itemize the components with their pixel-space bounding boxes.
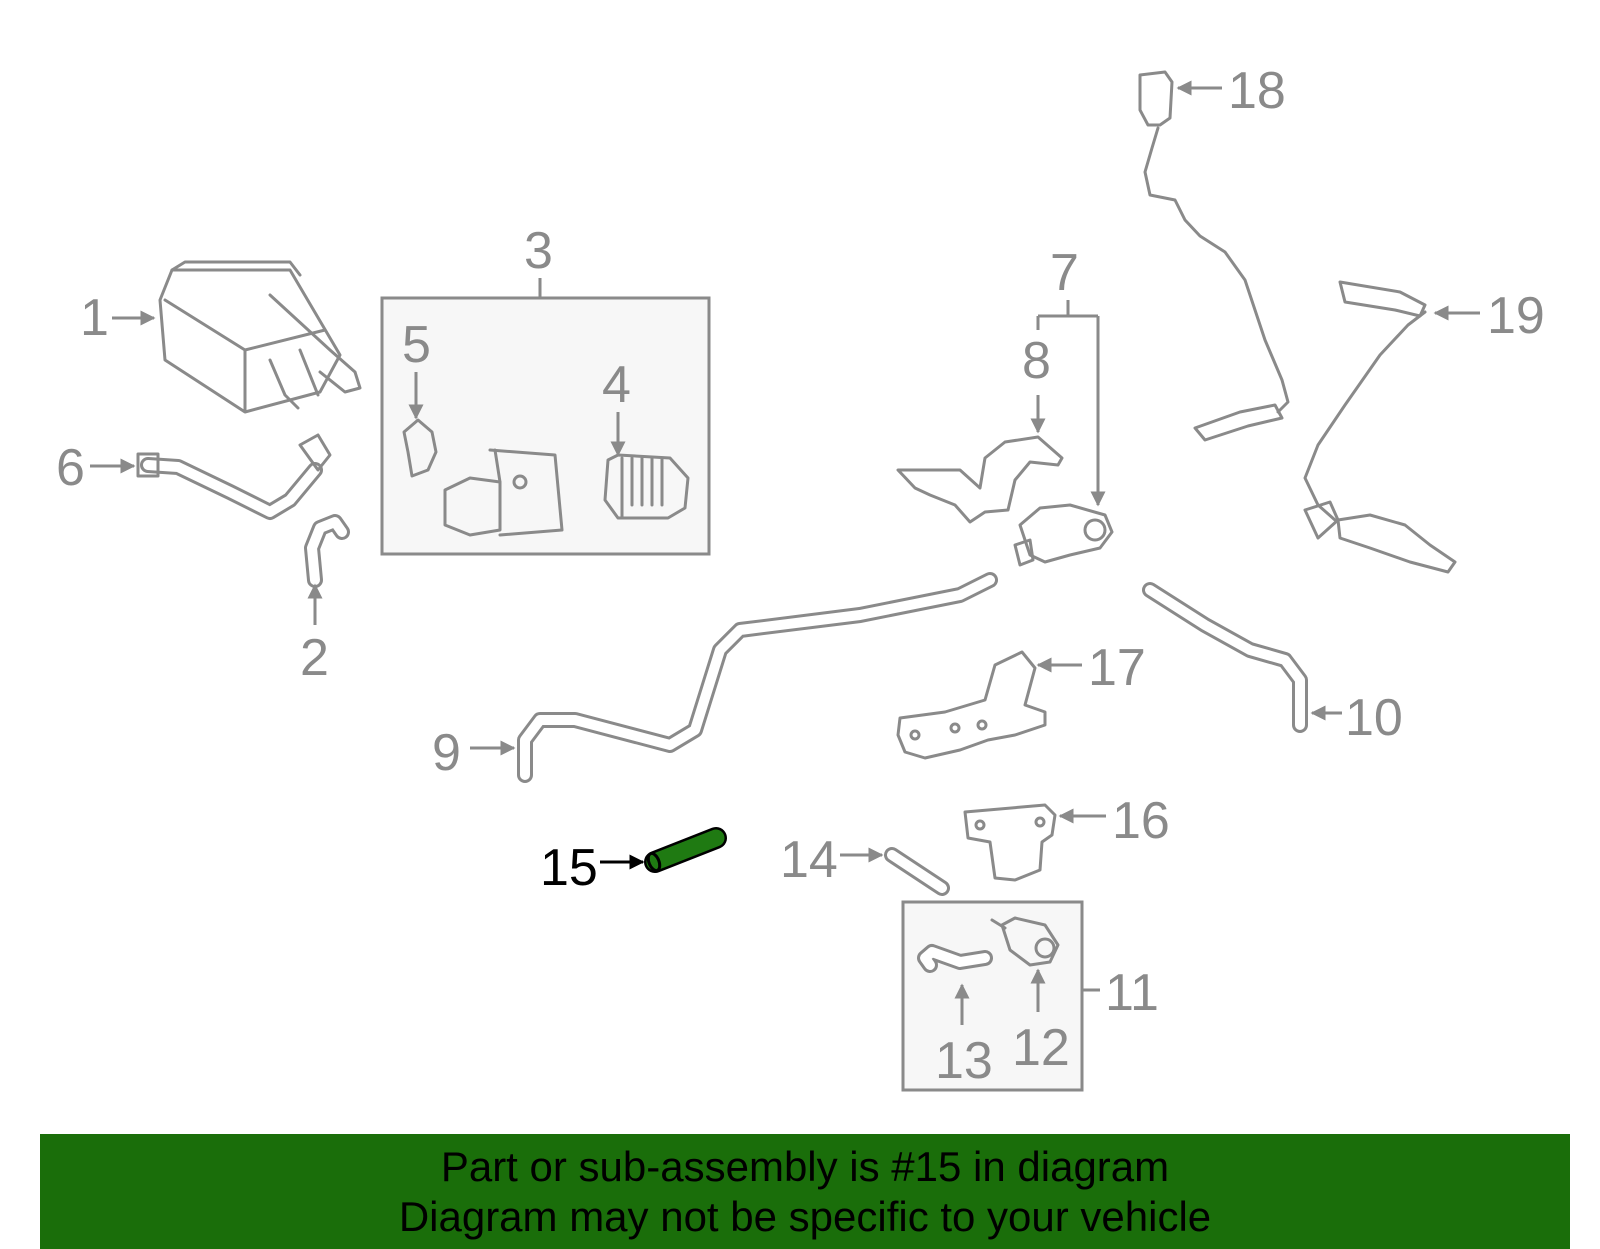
svg-text:10: 10	[1345, 689, 1403, 747]
callout-14: 14	[780, 831, 884, 889]
callout-1: 1	[80, 289, 156, 347]
svg-text:14: 14	[780, 831, 838, 889]
callout-9: 9	[432, 724, 516, 782]
part-17-bracket[interactable]	[896, 650, 1047, 760]
svg-text:7: 7	[1050, 244, 1079, 302]
callout-13: 13	[935, 983, 993, 1090]
part-8-bracket[interactable]	[896, 435, 1064, 524]
part-18-o2-sensor[interactable]	[1138, 70, 1290, 442]
svg-text:11: 11	[1105, 964, 1159, 1022]
part-6-hose[interactable]	[136, 433, 332, 520]
callout-7: 7	[1036, 244, 1106, 507]
callout-10: 10	[1310, 689, 1403, 747]
part-7-valve[interactable]	[1013, 503, 1114, 567]
callout-18: 18	[1176, 62, 1286, 120]
callout-17: 17	[1036, 639, 1146, 697]
callout-4: 4	[602, 356, 631, 457]
svg-text:3: 3	[524, 222, 553, 280]
part-3-assembly-box[interactable]	[380, 296, 711, 556]
callout-11: 11	[1082, 964, 1159, 1022]
callout-12: 12	[1012, 968, 1070, 1077]
part-9-hose[interactable]	[517, 572, 998, 783]
callout-8: 8	[1022, 332, 1051, 434]
svg-text:5: 5	[402, 316, 431, 374]
callout-19: 19	[1433, 287, 1545, 345]
svg-text:16: 16	[1112, 792, 1170, 850]
part-14-hose[interactable]	[884, 847, 950, 896]
svg-text:9: 9	[432, 724, 461, 782]
callout-5: 5	[402, 316, 431, 420]
callout-2: 2	[300, 583, 329, 687]
info-banner: Part or sub-assembly is #15 in diagram D…	[40, 1134, 1570, 1249]
svg-text:18: 18	[1228, 62, 1286, 120]
callout-15: 15	[540, 839, 645, 897]
banner-line-part-info: Part or sub-assembly is #15 in diagram	[440, 1142, 1170, 1190]
part-10-hose[interactable]	[1142, 582, 1308, 733]
svg-text:2: 2	[300, 629, 329, 687]
svg-text:19: 19	[1487, 287, 1545, 345]
callout-6: 6	[56, 439, 136, 497]
svg-text:4: 4	[602, 356, 631, 414]
svg-text:8: 8	[1022, 332, 1051, 390]
svg-text:6: 6	[56, 439, 85, 497]
part-12-valve[interactable]	[990, 916, 1060, 967]
part-2-hose[interactable]	[304, 514, 350, 588]
part-4-vsv[interactable]	[603, 453, 690, 520]
callout-3: 3	[524, 222, 553, 298]
part-16-sensor[interactable]	[963, 803, 1057, 882]
callout-16: 16	[1058, 792, 1170, 850]
part-19-o2-sensor[interactable]	[1303, 280, 1457, 574]
part-5-valve[interactable]	[402, 418, 564, 537]
svg-text:15: 15	[540, 839, 598, 897]
svg-text:1: 1	[80, 289, 109, 347]
banner-line-disclaimer: Diagram may not be specific to your vehi…	[398, 1192, 1212, 1240]
svg-text:12: 12	[1012, 1019, 1070, 1077]
part-13-hose[interactable]	[917, 944, 993, 973]
part-1-canister[interactable]	[158, 260, 362, 414]
svg-text:13: 13	[935, 1032, 993, 1090]
svg-text:17: 17	[1088, 639, 1146, 697]
part-15-hose-highlighted[interactable]	[644, 827, 727, 873]
